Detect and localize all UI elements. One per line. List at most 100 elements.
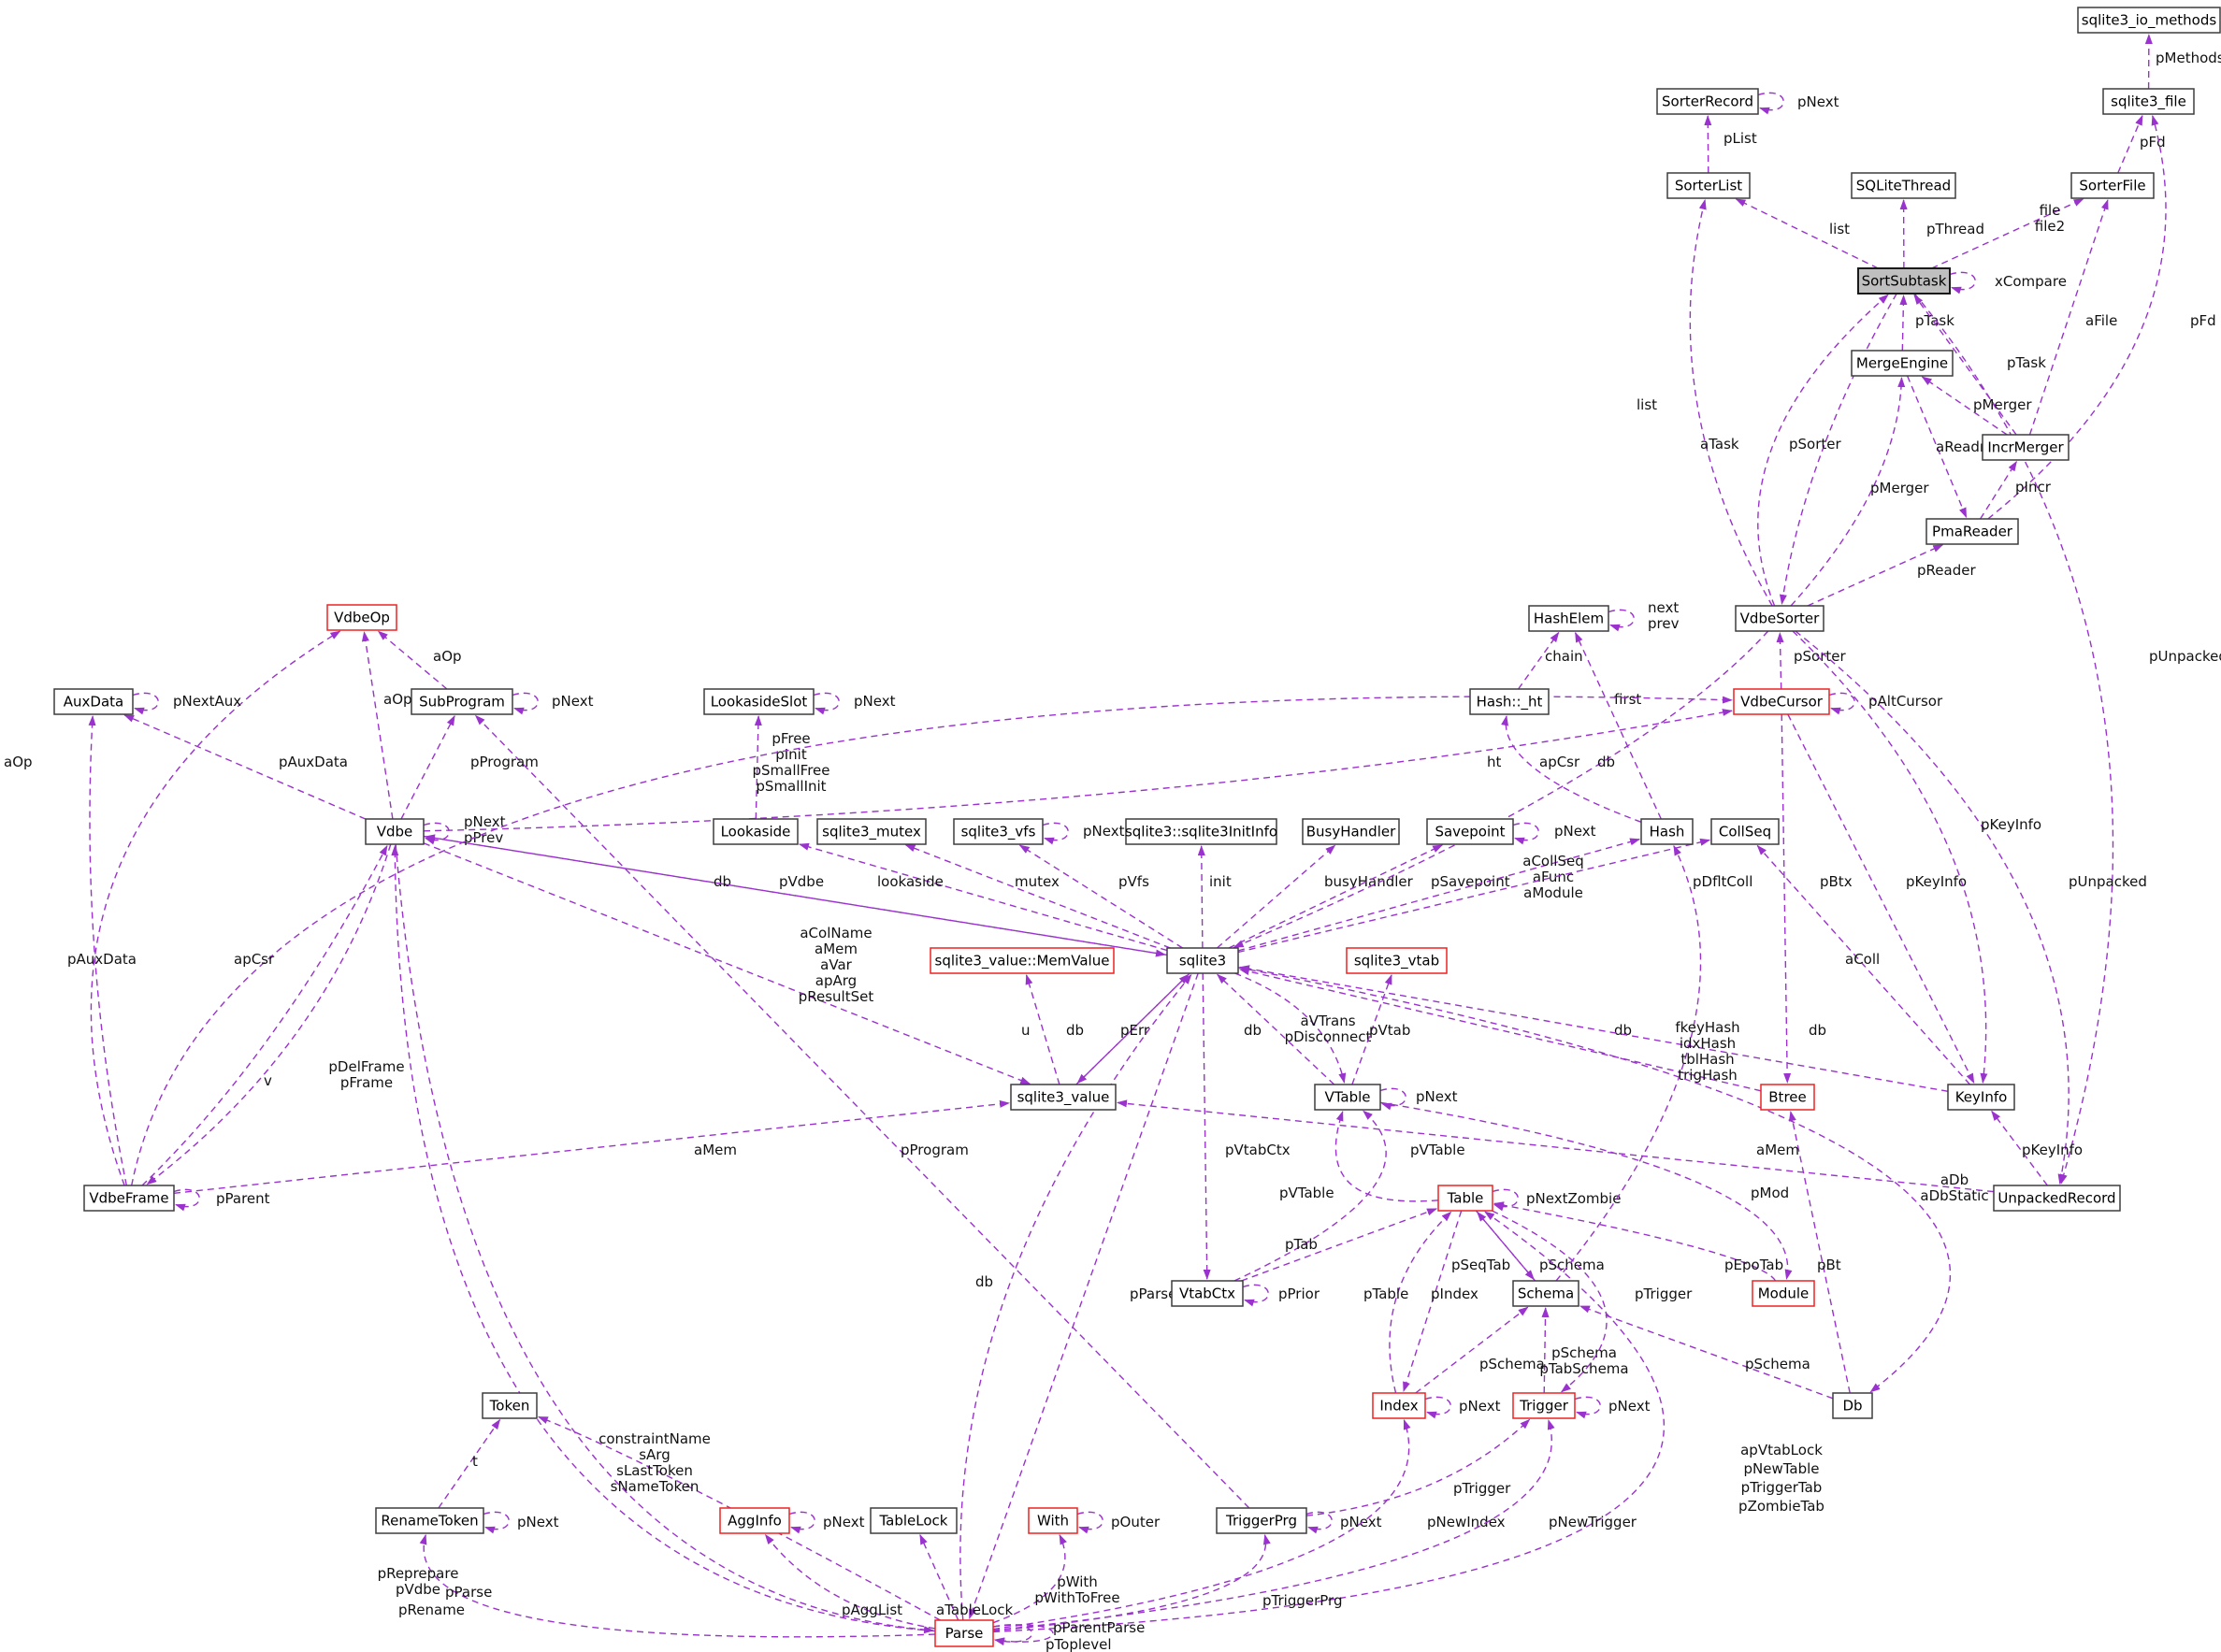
node-box-agginfo[interactable] [719,1507,790,1534]
node-db[interactable]: Db [1832,1392,1873,1419]
node-lookaside[interactable]: Lookaside [713,818,799,845]
node-box-sqlite3[interactable] [1166,947,1239,974]
node-box-incrmerger[interactable] [1982,434,2070,461]
node-box-sqlite3-value-memvalue[interactable] [930,947,1115,974]
node-box-renametoken[interactable] [375,1507,484,1534]
node-box-sqlitethread[interactable] [1851,172,1956,199]
node-box-hash-ht[interactable] [1469,688,1550,715]
node-box-trigger[interactable] [1512,1392,1576,1419]
node-box-sqlite3-vtab[interactable] [1346,947,1448,974]
node-box-collseq[interactable] [1710,818,1780,845]
node-unpackedrecord[interactable]: UnpackedRecord [1993,1185,2121,1212]
node-box-mergeengine[interactable] [1851,350,1954,377]
node-sqlite3-io-methods[interactable]: sqlite3_io_methods [2077,7,2221,34]
node-box-vtable[interactable] [1314,1084,1381,1111]
node-savepoint[interactable]: Savepoint [1426,818,1514,845]
node-vdbeop[interactable]: VdbeOp [326,604,397,631]
node-module[interactable]: Module [1752,1280,1815,1307]
node-lookasideslot[interactable]: LookasideSlot [703,688,815,715]
node-sortsubtask[interactable]: SortSubtask [1857,267,1951,294]
node-pmareader[interactable]: PmaReader [1925,518,2019,545]
node-box-sortsubtask[interactable] [1857,267,1951,294]
node-box-vdbeop[interactable] [326,604,397,631]
node-box-vdbesorter[interactable] [1735,605,1824,632]
node-box-sorterfile[interactable] [2070,172,2155,199]
node-table[interactable]: Table [1437,1185,1493,1212]
node-box-hashelem[interactable] [1528,605,1609,632]
node-box-auxdata[interactable] [53,688,134,715]
node-box-pmareader[interactable] [1925,518,2019,545]
node-hashelem[interactable]: HashElem [1528,605,1609,632]
node-box-sqlite3-io-methods[interactable] [2077,7,2221,34]
node-triggerprg[interactable]: TriggerPrg [1216,1507,1307,1534]
node-box-sqlite3-mutex[interactable] [816,818,927,845]
node-sqlite3-value[interactable]: sqlite3_value [1010,1084,1117,1111]
node-box-vdbecursor[interactable] [1733,688,1830,715]
node-parse[interactable]: Parse [934,1619,994,1647]
node-subprogram[interactable]: SubProgram [411,688,513,715]
node-box-vtabctx[interactable] [1171,1280,1244,1307]
node-box-parse[interactable] [934,1619,994,1647]
node-box-btree[interactable] [1760,1084,1815,1111]
node-sorterfile[interactable]: SorterFile [2070,172,2155,199]
node-mergeengine[interactable]: MergeEngine [1851,350,1954,377]
node-box-keyinfo[interactable] [1947,1084,2015,1111]
node-agginfo[interactable]: AggInfo [719,1507,790,1534]
node-box-sqlite3-sqlite3initinfo[interactable] [1125,818,1277,845]
node-box-busyhandler[interactable] [1302,818,1400,845]
node-box-vdbeframe[interactable] [83,1185,175,1212]
node-index[interactable]: Index [1372,1392,1426,1419]
node-sqlite3-mutex[interactable]: sqlite3_mutex [816,818,927,845]
node-sqlite3-vtab[interactable]: sqlite3_vtab [1346,947,1448,974]
node-box-sorterlist[interactable] [1666,172,1751,199]
node-vdbeframe[interactable]: VdbeFrame [83,1185,175,1212]
node-box-module[interactable] [1752,1280,1815,1307]
node-box-table[interactable] [1437,1185,1493,1212]
node-token[interactable]: Token [482,1392,538,1419]
node-renametoken[interactable]: RenameToken [375,1507,484,1534]
node-with[interactable]: With [1028,1507,1078,1534]
node-hash-ht[interactable]: Hash::_ht [1469,688,1550,715]
node-box-sqlite3-value[interactable] [1010,1084,1117,1111]
node-collseq[interactable]: CollSeq [1710,818,1780,845]
node-box-hash[interactable] [1640,818,1694,845]
node-sqlite3-sqlite3initinfo[interactable]: sqlite3::sqlite3InitInfo [1125,818,1277,845]
node-sqlite3[interactable]: sqlite3 [1166,947,1239,974]
node-box-sqlite3-vfs[interactable] [953,818,1044,845]
node-incrmerger[interactable]: IncrMerger [1982,434,2070,461]
node-box-lookasideslot[interactable] [703,688,815,715]
node-box-triggerprg[interactable] [1216,1507,1307,1534]
node-auxdata[interactable]: AuxData [53,688,134,715]
node-box-index[interactable] [1372,1392,1426,1419]
node-sqlite3-file[interactable]: sqlite3_file [2102,88,2195,115]
node-box-sorterrecord[interactable] [1656,88,1759,115]
node-vtabctx[interactable]: VtabCtx [1171,1280,1244,1307]
node-tablelock[interactable]: TableLock [870,1507,958,1534]
node-sorterrecord[interactable]: SorterRecord [1656,88,1759,115]
node-box-savepoint[interactable] [1426,818,1514,845]
node-vtable[interactable]: VTable [1314,1084,1381,1111]
node-box-lookaside[interactable] [713,818,799,845]
node-vdbecursor[interactable]: VdbeCursor [1733,688,1830,715]
node-sqlite3-vfs[interactable]: sqlite3_vfs [953,818,1044,845]
node-schema[interactable]: Schema [1512,1280,1579,1307]
node-hash[interactable]: Hash [1640,818,1694,845]
node-sorterlist[interactable]: SorterList [1666,172,1751,199]
node-vdbesorter[interactable]: VdbeSorter [1735,605,1824,632]
node-box-db[interactable] [1832,1392,1873,1419]
node-box-schema[interactable] [1512,1280,1579,1307]
node-box-unpackedrecord[interactable] [1993,1185,2121,1212]
node-trigger[interactable]: Trigger [1512,1392,1576,1419]
node-box-subprogram[interactable] [411,688,513,715]
node-box-sqlite3-file[interactable] [2102,88,2195,115]
node-sqlitethread[interactable]: SQLiteThread [1851,172,1956,199]
node-box-tablelock[interactable] [870,1507,958,1534]
node-box-with[interactable] [1028,1507,1078,1534]
node-keyinfo[interactable]: KeyInfo [1947,1084,2015,1111]
node-sqlite3-value-memvalue[interactable]: sqlite3_value::MemValue [930,947,1115,974]
node-vdbe[interactable]: Vdbe [365,818,425,845]
node-box-token[interactable] [482,1392,538,1419]
node-box-vdbe[interactable] [365,818,425,845]
node-busyhandler[interactable]: BusyHandler [1302,818,1400,845]
node-btree[interactable]: Btree [1760,1084,1815,1111]
